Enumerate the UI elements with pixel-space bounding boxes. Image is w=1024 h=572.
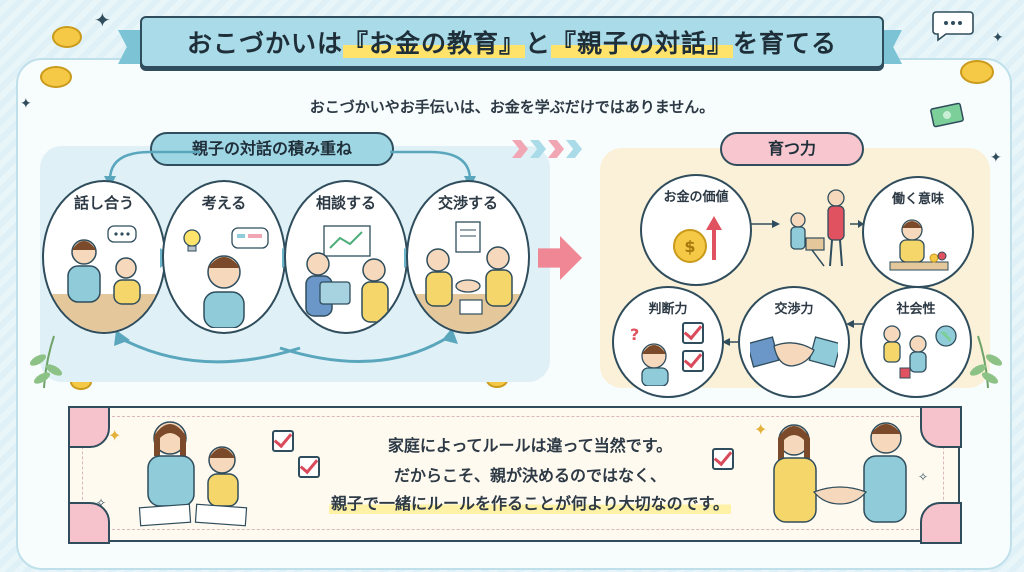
loop-arrows (104, 150, 476, 364)
sparkle-icon: ✦ (108, 426, 122, 445)
coin-icon (960, 60, 994, 84)
title-prefix: おこづかいは (186, 29, 343, 58)
agreement-handshake-illustration (773, 422, 907, 523)
panel-corner-decoration (920, 502, 962, 544)
ability-label: お金の価値 (663, 190, 729, 205)
message-line-1: 家庭によってルールは違って当然です。 (387, 436, 673, 455)
ability-label: 社会性 (896, 302, 936, 317)
checkbox-icon (298, 456, 320, 478)
parent-child-writing-illustration (138, 421, 248, 527)
step-label: 話し合う (73, 194, 134, 212)
checkbox-icon (682, 350, 704, 372)
svg-text:?: ? (630, 325, 639, 344)
checkbox-icon (682, 322, 704, 344)
chevron-icon (512, 140, 528, 158)
message-panel-inner (82, 416, 944, 530)
ability-judgment: 判断力 ? (612, 286, 724, 398)
panel-corner-decoration (68, 406, 110, 448)
sparkle-icon: ✧ (918, 470, 929, 484)
step-label: 相談する (315, 194, 376, 212)
svg-text:$: $ (684, 237, 695, 256)
leaf-decoration-icon (969, 335, 1003, 389)
title-suffix: を育てる (733, 29, 838, 58)
handshake-icon (750, 336, 838, 368)
panel-corner-decoration (68, 502, 110, 544)
sparkle-icon: ✦ (20, 96, 32, 112)
coin-icon (52, 26, 82, 48)
message-line-3-wrapper: 親子で一緒にルールを作ることが何より大切なのです。 (250, 490, 810, 514)
step-label: 考える (201, 194, 247, 212)
thinking-child-illustration (183, 227, 269, 328)
ability-work-meaning: 働く意味 (862, 176, 974, 288)
lightbulb-icon (183, 229, 201, 252)
panel-corner-decoration (920, 406, 962, 448)
sparkle-icon: ✧ (96, 496, 107, 510)
dialog-section-label: 親子の対話の積み重ね (150, 132, 394, 166)
title-highlight-money-education: 『お金の教育』 (342, 29, 525, 58)
subtitle: おこづかいやお手伝いは、お金を学ぶだけではありません。 (309, 98, 715, 116)
step-think: 考える (162, 180, 286, 334)
dollar-coin-icon: $ (673, 216, 722, 263)
sparkle-icon: ✦ (990, 150, 1002, 166)
title-banner: おこづかいは『お金の教育』と『親子の対話』を育てる (140, 16, 884, 68)
checkbox-icon (712, 448, 734, 470)
growth-section-label: 育つ力 (720, 132, 864, 166)
globe-icon (935, 325, 957, 347)
banknote-icon (930, 102, 964, 128)
checkbox-icon (272, 430, 294, 452)
chevron-icon (548, 140, 564, 158)
parent-child-talking-illustration (67, 225, 141, 305)
page-title: おこづかいは『お金の教育』と『親子の対話』を育てる (187, 24, 837, 60)
speech-bubble-icon (932, 11, 974, 42)
step-negotiate: 交渉する (406, 180, 530, 334)
connector-arrow (750, 220, 780, 228)
thinking-girl-illustration: ? (630, 325, 669, 386)
ability-sociality: 社会性 (860, 286, 972, 398)
sparkle-icon: ✦ (992, 30, 1004, 46)
chevron-icon (566, 140, 582, 158)
title-highlight-parent-child-dialog: 『親子の対話』 (551, 29, 734, 58)
chevron-icon (530, 140, 546, 158)
child-counting-illustration (889, 219, 949, 271)
ability-label: 交渉力 (774, 302, 814, 317)
consulting-illustration (305, 225, 389, 323)
step-floor (44, 294, 164, 332)
negotiating-illustration (425, 221, 513, 315)
message-line-3: 親子で一緒にルールを作ることが何より大切なのです。 (328, 490, 732, 514)
title-middle: と (524, 29, 551, 58)
leaf-decoration-icon (29, 335, 63, 389)
step-label: 交渉する (437, 194, 498, 212)
step-consult: 相談する (284, 180, 408, 334)
sparkle-icon: ✦ (754, 420, 768, 439)
ability-negotiation: 交渉力 (738, 286, 850, 398)
sparkle-icon: ✦ (94, 8, 111, 32)
ability-money-value: お金の価値 $ (640, 174, 752, 286)
connector-arrow (850, 220, 864, 228)
children-playing-illustration (883, 325, 957, 379)
step-talk: 話し合う (42, 180, 166, 334)
ability-label: 働く意味 (891, 192, 944, 207)
family-chores-illustration (790, 189, 845, 267)
coin-icon (40, 66, 72, 88)
ability-label: 判断力 (648, 302, 688, 317)
message-line-2: だからこそ、親が決めるのではなく、 (393, 466, 666, 485)
